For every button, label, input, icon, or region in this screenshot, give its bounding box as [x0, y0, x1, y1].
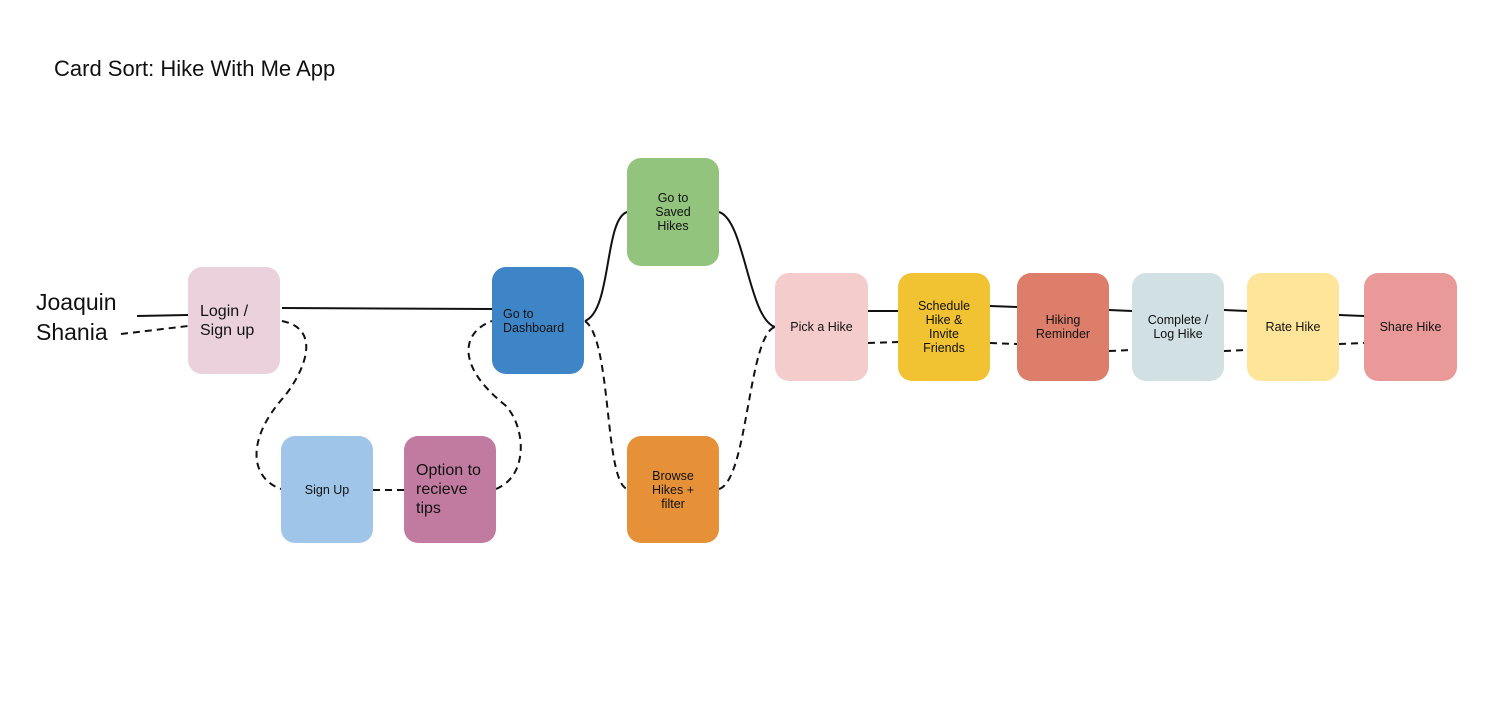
dashed-line-pick-to-schedule [867, 341, 899, 344]
card-label: Share Hike [1379, 320, 1442, 334]
dashed-line-complete-to-rate [1223, 349, 1248, 352]
card-login-signup: Login / Sign up [188, 267, 280, 374]
card-label: Complete / Log Hike [1147, 313, 1209, 341]
dashed-line-start-to-login [120, 325, 189, 335]
participant-joaquin: Joaquin [36, 289, 117, 315]
card-label: Browse Hikes + filter [651, 468, 695, 511]
solid-line-start-to-login [136, 314, 189, 317]
solid-line-saved-to-pick [718, 211, 776, 328]
solid-line-rate-to-share [1338, 314, 1365, 317]
card-hiking-reminder: Hiking Reminder [1017, 273, 1109, 381]
dashed-line-login-to-signup [255, 320, 308, 490]
solid-line-login-to-dashboard [281, 307, 493, 310]
solid-line-complete-to-rate [1223, 309, 1248, 312]
card-label: Schedule Hike & Invite Friends [917, 299, 971, 355]
dashed-line-tips-to-dashboard [467, 320, 522, 490]
dashed-line-browse-to-pick [718, 326, 776, 490]
card-label: Option to recieve tips [416, 462, 481, 517]
card-sign-up: Sign Up [281, 436, 373, 543]
card-label: Login / Sign up [200, 302, 255, 339]
solid-line-dashboard-to-saved [584, 211, 628, 322]
card-pick-a-hike: Pick a Hike [775, 273, 868, 381]
card-label: Go to Saved Hikes [655, 191, 691, 233]
card-share-hike: Share Hike [1364, 273, 1457, 381]
page-title: Card Sort: Hike With Me App [54, 56, 336, 81]
card-complete-log-hike: Complete / Log Hike [1132, 273, 1224, 381]
dashed-line-reminder-to-complete [1108, 349, 1133, 352]
dashed-line-schedule-to-reminder [989, 342, 1018, 345]
card-schedule-hike-invite-friends: Schedule Hike & Invite Friends [898, 273, 990, 381]
card-label: Go to Dashboard [503, 306, 565, 335]
card-go-to-saved-hikes: Go to Saved Hikes [627, 158, 719, 266]
card-label: Rate Hike [1265, 320, 1321, 334]
card-label: Hiking Reminder [1035, 313, 1091, 341]
dashed-line-dashboard-to-browse [584, 320, 628, 490]
card-option-to-receive-tips: Option to recieve tips [404, 436, 496, 543]
card-label: Sign Up [304, 482, 350, 497]
solid-line-schedule-to-reminder [989, 305, 1018, 308]
card-go-to-dashboard: Go to Dashboard [492, 267, 584, 374]
card-label: Pick a Hike [790, 320, 853, 334]
dashed-line-rate-to-share [1338, 342, 1365, 345]
card-browse-hikes-filter: Browse Hikes + filter [627, 436, 719, 543]
participant-shania: Shania [36, 319, 108, 345]
solid-line-reminder-to-complete [1108, 309, 1133, 312]
card-rate-hike: Rate Hike [1247, 273, 1339, 381]
